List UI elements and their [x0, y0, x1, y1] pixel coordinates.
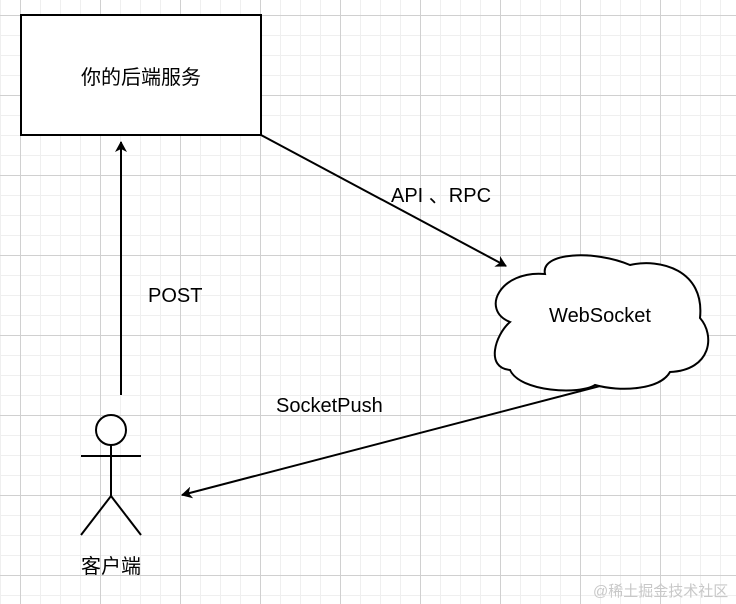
websocket-cloud[interactable] [493, 254, 710, 392]
actor-leg-right [110, 495, 142, 536]
client-label: 客户端 [81, 555, 141, 578]
actor-head [95, 414, 127, 446]
websocket-label: WebSocket [549, 304, 651, 327]
edge-api-rpc-label: API 、RPC [391, 185, 492, 207]
edge-socketpush-arrow[interactable] [181, 385, 601, 499]
backend-service-box[interactable] [20, 14, 262, 136]
watermark: @稀土掘金技术社区 [593, 583, 729, 600]
edge-socketpush-label: SocketPush [276, 395, 383, 417]
backend-service-label: 你的后端服务 [81, 66, 201, 89]
actor-leg-left [80, 495, 112, 536]
edge-api-rpc-arrow[interactable] [260, 134, 507, 267]
edge-post-label: POST [148, 285, 203, 307]
client-actor[interactable] [80, 414, 142, 536]
